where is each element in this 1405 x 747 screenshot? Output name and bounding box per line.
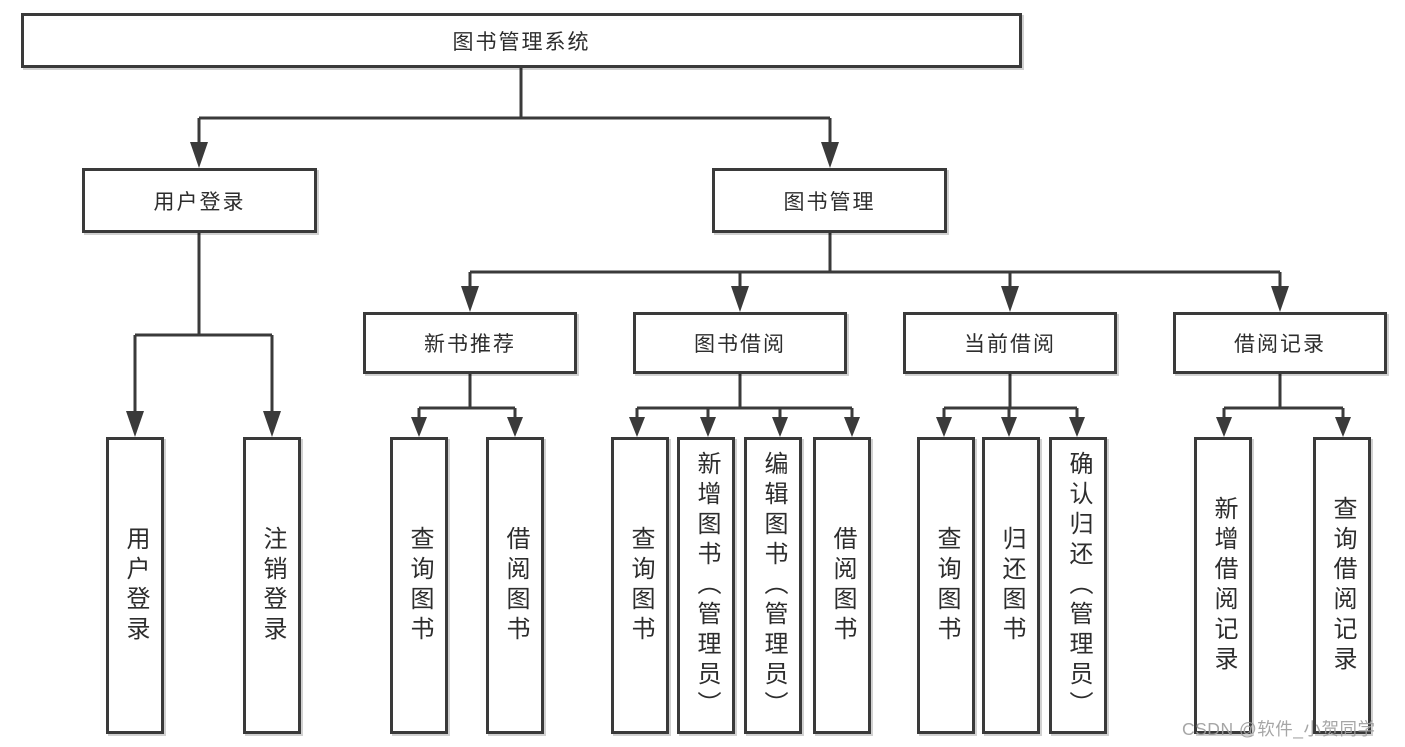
node-label: 借阅图书 (829, 525, 856, 646)
leaf-logout: 注销登录 (243, 437, 301, 734)
node-borrowing-records: 借阅记录 (1173, 312, 1387, 374)
node-label: 确认归还（管理员） (1065, 450, 1092, 721)
node-label: 用户登录 (153, 190, 246, 214)
node-label: 图书借阅 (694, 333, 786, 356)
node-root-system: 图书管理系统 (21, 13, 1022, 68)
node-label: 查询借阅记录 (1329, 495, 1356, 676)
node-label: 图书管理 (783, 190, 876, 214)
node-label: 借阅记录 (1234, 333, 1326, 356)
node-label: 编辑图书（管理员） (760, 450, 787, 721)
node-label: 新增借阅记录 (1210, 495, 1237, 676)
leaf-current-confirm-return-admin: 确认归还（管理员） (1049, 437, 1107, 734)
leaf-newbook-borrow-books: 借阅图书 (486, 437, 544, 734)
node-label: 当前借阅 (964, 333, 1056, 356)
leaf-newbook-query-books: 查询图书 (390, 437, 448, 734)
leaf-borrow-add-books-admin: 新增图书（管理员） (677, 437, 735, 734)
node-new-book-recommend: 新书推荐 (363, 312, 577, 374)
connector-segments (133, 68, 1345, 420)
node-label: 图书管理系统 (452, 30, 591, 54)
leaf-borrow-borrow-books: 借阅图书 (813, 437, 871, 734)
node-label: 新书推荐 (424, 333, 516, 356)
leaf-borrow-edit-books-admin: 编辑图书（管理员） (744, 437, 802, 734)
node-label: 查询图书 (933, 525, 960, 646)
leaf-borrow-query-books: 查询图书 (611, 437, 669, 734)
csdn-watermark: CSDN @软件_小贺同学 (1182, 719, 1376, 739)
node-label: 查询图书 (627, 525, 654, 646)
node-book-management: 图书管理 (712, 168, 947, 233)
node-current-borrowing: 当前借阅 (903, 312, 1117, 374)
leaf-records-query-record: 查询借阅记录 (1313, 437, 1371, 734)
leaf-current-return-books: 归还图书 (982, 437, 1040, 734)
leaf-user-login: 用户登录 (106, 437, 164, 734)
node-user-login: 用户登录 (82, 168, 317, 233)
node-label: 用户登录 (122, 525, 149, 646)
arrowhead-icons (126, 142, 1351, 437)
node-label: 查询图书 (406, 525, 433, 646)
node-book-borrowing: 图书借阅 (633, 312, 847, 374)
leaf-current-query-books: 查询图书 (917, 437, 975, 734)
node-label: 注销登录 (259, 525, 286, 646)
leaf-records-add-record: 新增借阅记录 (1194, 437, 1252, 734)
node-label: 新增图书（管理员） (693, 450, 720, 721)
node-label: 借阅图书 (502, 525, 529, 646)
node-label: 归还图书 (998, 525, 1025, 646)
